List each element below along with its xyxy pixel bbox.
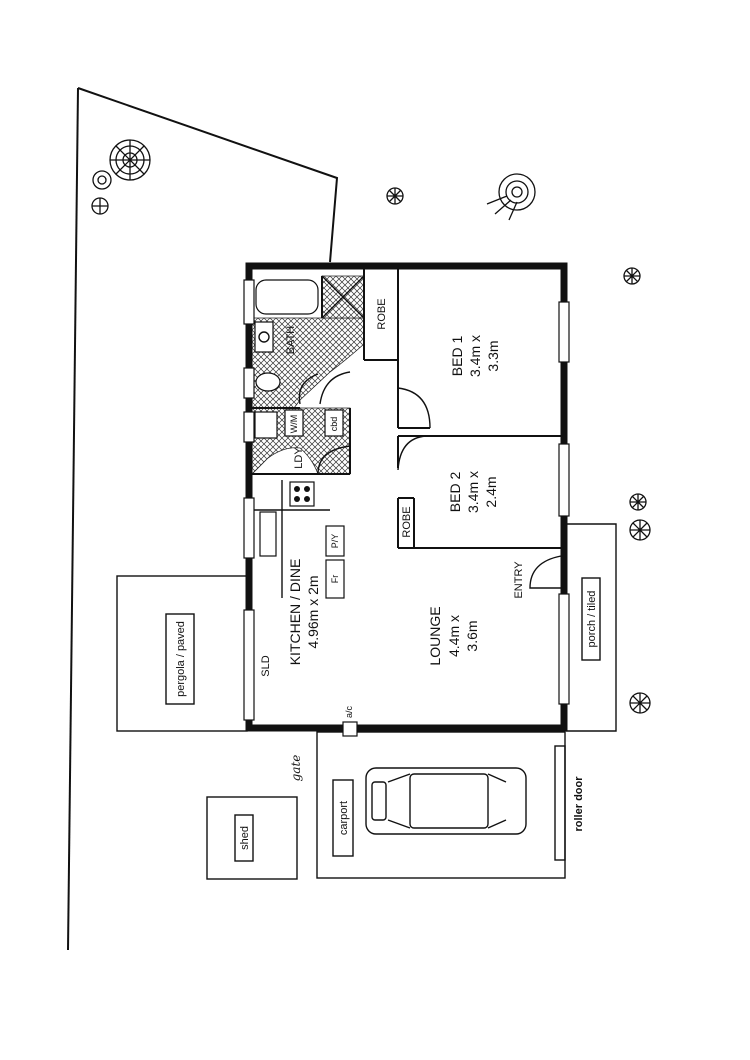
shrub-icon — [629, 519, 651, 541]
cbd-box — [324, 409, 344, 437]
property-boundary — [77, 87, 339, 263]
shrub-icon — [386, 187, 404, 205]
wm-box — [284, 409, 304, 437]
pantry-label: P/Y — [330, 534, 340, 549]
shed-label-box — [234, 814, 254, 862]
shed — [206, 796, 298, 880]
shrub-icon — [486, 173, 536, 221]
roller-door — [554, 745, 566, 861]
fridge-label: Fr — [330, 575, 340, 584]
wm-label: W/M — [289, 415, 299, 434]
toilet — [255, 372, 281, 392]
pergola-label-box — [165, 613, 195, 705]
kitchen-size: 4.96m x 2m — [305, 575, 321, 648]
shrub-icon — [109, 139, 151, 181]
car-icon — [365, 767, 527, 835]
robe-1-label: ROBE — [376, 298, 388, 329]
lounge-size-2: 3.6m — [464, 620, 480, 651]
shrub-icon — [629, 692, 651, 714]
carport-label: carport — [338, 801, 350, 835]
shrub-icon — [629, 493, 647, 511]
shrub-icon — [91, 197, 109, 215]
robe-2-label: ROBE — [401, 506, 413, 537]
entry-label: ENTRY — [513, 561, 525, 599]
bathtub — [255, 279, 319, 315]
pergola-label: pergola / paved — [175, 621, 187, 697]
carport-label-box — [332, 779, 354, 857]
lounge-name: LOUNGE — [427, 606, 443, 665]
pantry-box — [325, 525, 345, 557]
basin-bowl — [258, 331, 270, 343]
shed-label: shed — [239, 826, 251, 850]
basin — [254, 321, 274, 353]
stove — [289, 481, 315, 507]
stove-burners — [294, 486, 310, 502]
sink — [259, 511, 277, 557]
shrub-icon — [92, 170, 112, 190]
carport — [316, 731, 566, 879]
bed1-size-2: 3.3m — [485, 340, 501, 371]
roller-door-label: roller door — [573, 776, 585, 832]
windows — [243, 279, 570, 721]
bath-label: BATH — [285, 326, 297, 355]
bed2-name: BED 2 — [447, 472, 463, 513]
fridge-box — [325, 559, 345, 599]
cbd-label: cbd — [329, 417, 339, 432]
bed2-size-2: 2.4m — [483, 476, 499, 507]
gate-label: gate — [289, 755, 303, 782]
porch — [566, 523, 617, 732]
porch-label: porch / tiled — [586, 591, 598, 648]
property-boundary-left — [67, 87, 79, 951]
bed1-name: BED 1 — [449, 336, 465, 377]
ac-label: a/c — [344, 706, 354, 719]
kitchen-name: KITCHEN / DINE — [287, 559, 303, 666]
door-swings — [298, 371, 562, 589]
shrub-icon — [623, 267, 641, 285]
bed1-size-1: 3.4m x — [467, 335, 483, 377]
shower-drain — [321, 275, 365, 319]
laundry-label: LDY — [293, 447, 305, 469]
ac-unit — [342, 721, 358, 737]
lounge-size-1: 4.4m x — [446, 615, 462, 657]
bed2-size-1: 3.4m x — [465, 471, 481, 513]
laundry-trough — [254, 411, 278, 439]
porch-label-box — [581, 577, 601, 661]
sld-label: SLD — [260, 655, 272, 676]
